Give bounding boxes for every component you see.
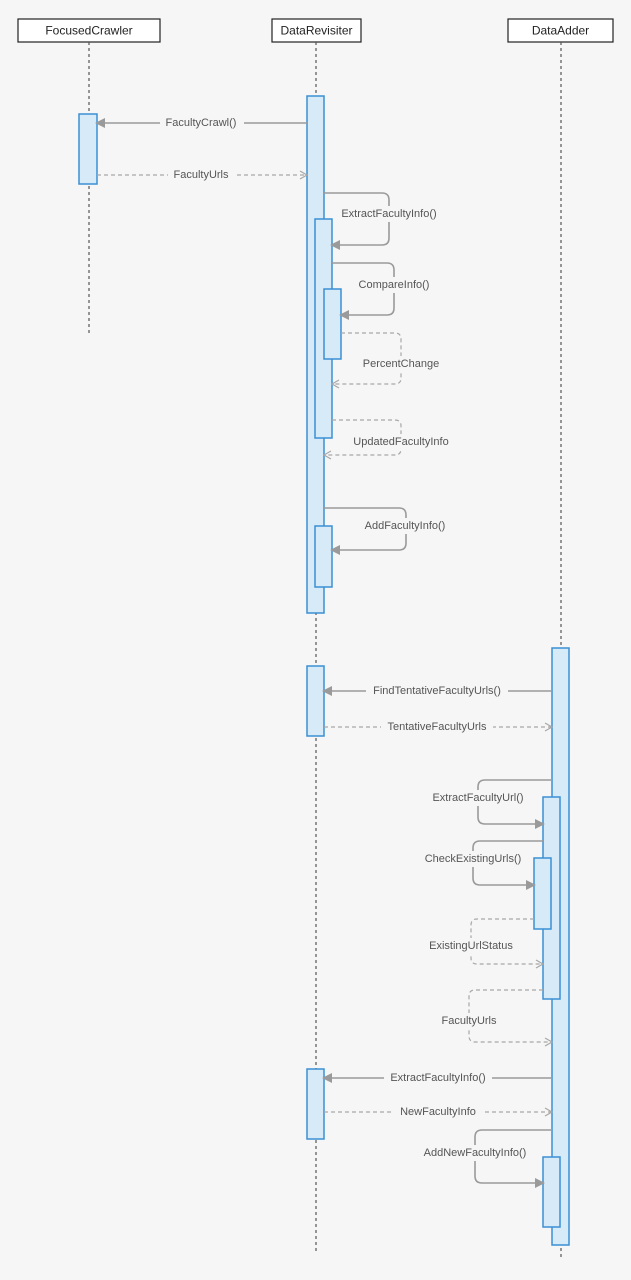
activation-adder-check (533, 857, 552, 930)
message-label: AddFacultyInfo() (365, 520, 446, 532)
message-label: AddNewFacultyInfo() (424, 1147, 527, 1159)
message-label: FindTentativeFacultyUrls() (373, 685, 501, 697)
message-label: FacultyUrls (441, 1015, 497, 1027)
activation-revisiter-find (306, 665, 325, 737)
message-label: PercentChange (363, 358, 439, 370)
participant-label: DataRevisiter (280, 24, 352, 38)
message-label: FacultyUrls (173, 169, 229, 181)
activation-revisiter-extract-info (306, 1068, 325, 1140)
participant-label: FocusedCrawler (45, 24, 132, 38)
participant-data-adder: DataAdder (507, 18, 614, 43)
arrow-faculty-urls-self (468, 989, 554, 1047)
arrow-percent-change (330, 332, 402, 389)
activation-focused-crawler (78, 113, 98, 185)
message-label: ExtractFacultyUrl() (432, 792, 523, 804)
message-label: CheckExistingUrls() (425, 853, 522, 865)
activation-adder-add-new (542, 1156, 561, 1228)
message-label: NewFacultyInfo (400, 1106, 476, 1118)
message-label: CompareInfo() (359, 279, 430, 291)
message-label: UpdatedFacultyInfo (353, 436, 448, 448)
message-label: ExtractFacultyInfo() (341, 208, 436, 220)
arrow-existing-url-status (470, 918, 545, 969)
arrow-updated-faculty-info (322, 419, 402, 460)
activation-revisiter-add (314, 525, 333, 588)
participant-focused-crawler: FocusedCrawler (17, 18, 161, 43)
message-label: ExistingUrlStatus (429, 940, 513, 952)
activation-revisiter-compare (323, 288, 342, 360)
participant-data-revisiter: DataRevisiter (271, 18, 362, 43)
message-label: ExtractFacultyInfo() (390, 1072, 485, 1084)
message-label: TentativeFacultyUrls (387, 721, 487, 733)
message-label: FacultyCrawl() (166, 117, 237, 129)
participant-label: DataAdder (532, 24, 589, 38)
